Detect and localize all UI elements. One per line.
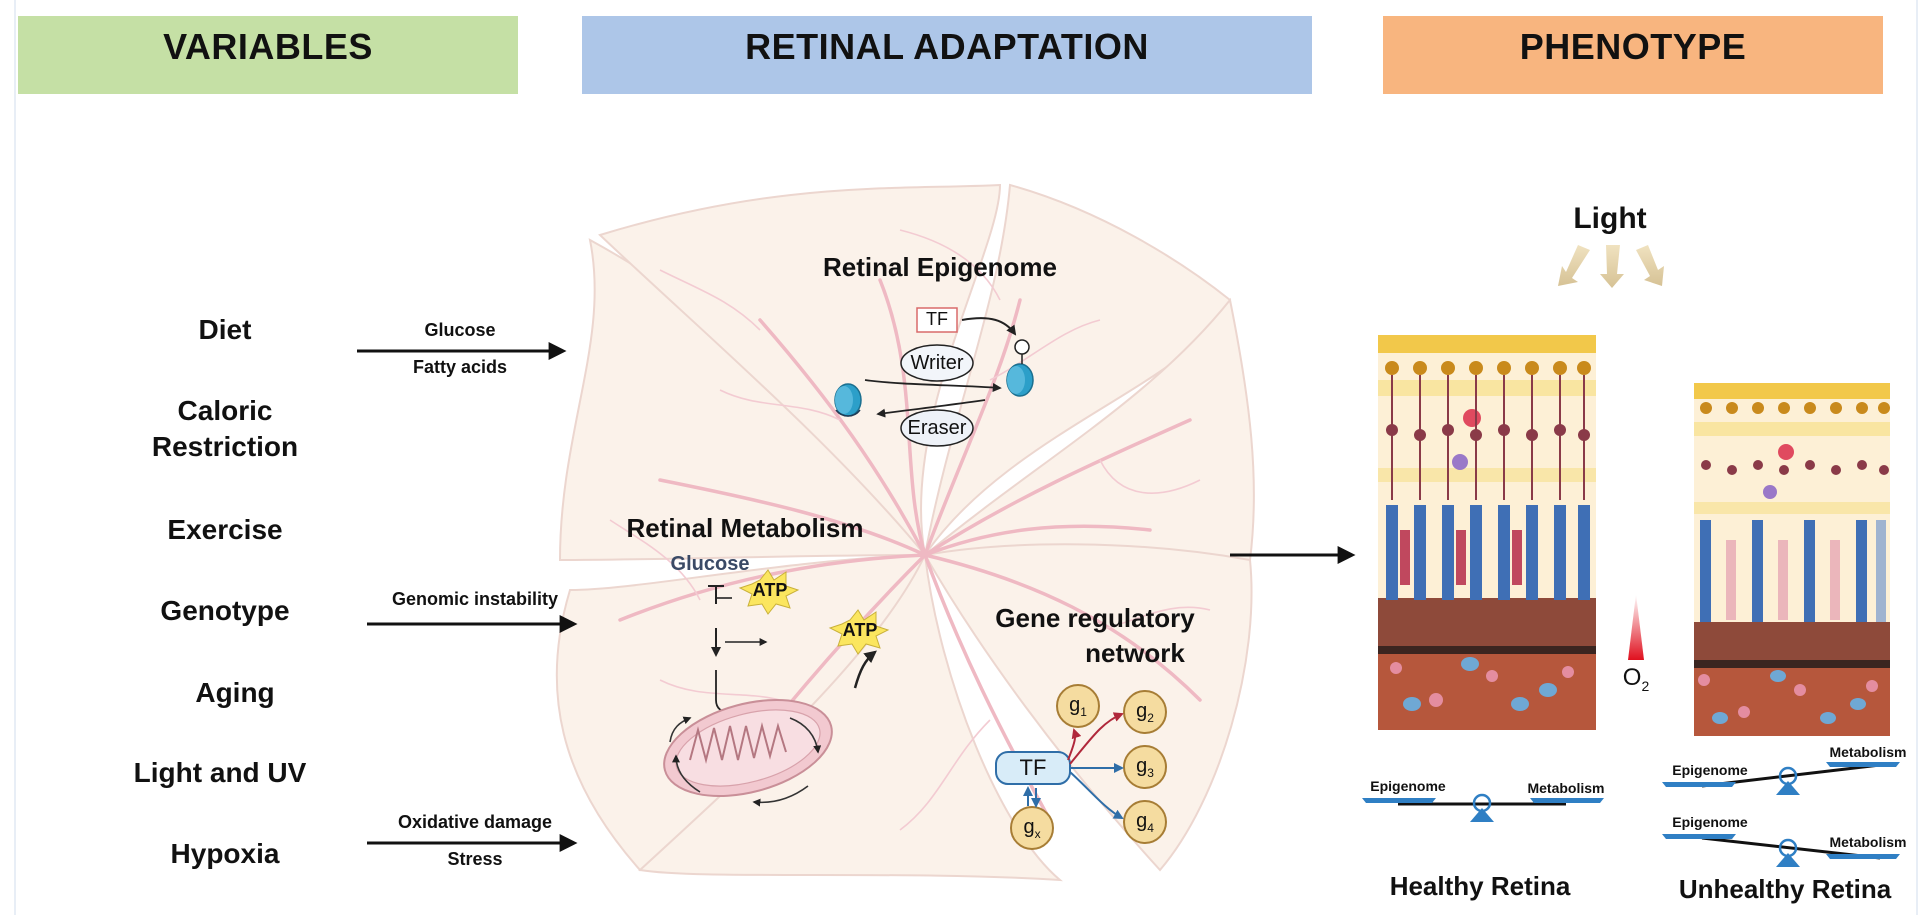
atp-label-1: ATP	[752, 580, 788, 600]
healthy-metabolism-label: Metabolism	[1527, 780, 1605, 796]
label-stress: Stress	[447, 849, 503, 869]
retinal-adaptation-header-text: RETINAL ADAPTATION	[745, 26, 1149, 67]
light-label: Light	[1573, 202, 1647, 235]
variables-header-text: VARIABLES	[163, 26, 373, 67]
grn-title-line1: Gene regulatory	[995, 603, 1195, 633]
retinal-capillaries	[609, 229, 1211, 831]
variables-header: VARIABLES	[18, 16, 518, 94]
variable-aging: Aging	[195, 677, 275, 708]
writer-label: Writer	[910, 352, 964, 374]
mitochondrion	[663, 699, 833, 807]
retinal-adaptation-header: RETINAL ADAPTATION	[582, 16, 1312, 94]
variable-diet: Diet	[198, 314, 252, 345]
grn-title-line2: network	[1085, 638, 1185, 668]
label-glucose-input: Glucose	[424, 320, 496, 340]
variable-hypoxia: Hypoxia	[170, 838, 280, 869]
variable-light-and-uv: Light and UV	[133, 757, 307, 788]
metabolism-diagram	[663, 569, 890, 807]
gene-node-g3: g3	[1136, 755, 1154, 780]
atp-star-1	[738, 569, 800, 615]
phenotype-header-text: PHENOTYPE	[1519, 26, 1747, 67]
healthy-balance	[1362, 793, 1604, 822]
input-arrows	[357, 342, 1356, 852]
label-oxidative-damage: Oxidative damage	[397, 812, 553, 832]
gene-node-gx: gx	[1023, 816, 1041, 841]
atp-star-2	[828, 609, 890, 655]
unhealthy-metabolism-label-2: Metabolism	[1829, 834, 1907, 850]
nucleosome-right	[1006, 339, 1034, 397]
unhealthy-retina-illustration	[1694, 383, 1890, 736]
unhealthy-balance-2	[1662, 834, 1900, 867]
variable-exercise: Exercise	[167, 514, 283, 545]
epigenome-diagram	[834, 307, 1034, 447]
unhealthy-epigenome-label-1: Epigenome	[1672, 762, 1748, 778]
label-genomic-instability: Genomic instability	[391, 589, 559, 609]
healthy-retina-illustration	[1378, 335, 1596, 730]
healthy-retina-label: Healthy Retina	[1389, 871, 1571, 901]
gene-node-g2: g2	[1136, 700, 1154, 725]
oxygen-gradient	[1628, 594, 1644, 660]
gene-node-g4: g4	[1136, 810, 1154, 835]
epigenome-tf-label: TF	[926, 309, 948, 329]
oxygen-label: O2	[1622, 664, 1650, 694]
label-fatty-acids: Fatty acids	[412, 357, 508, 377]
grn-diagram	[995, 684, 1167, 850]
phenotype-header: PHENOTYPE	[1383, 16, 1883, 94]
variable-caloric-restriction: Caloric Restriction	[151, 395, 299, 462]
nucleosome-left	[834, 383, 862, 417]
figure-frame	[14, 0, 1918, 915]
grn-tf-label: TF	[1019, 755, 1047, 780]
unhealthy-metabolism-label-1: Metabolism	[1829, 744, 1907, 760]
variable-genotype: Genotype	[160, 595, 290, 626]
glucose-label: Glucose	[670, 553, 750, 575]
retinal-metabolism-title: Retinal Metabolism	[626, 513, 864, 543]
unhealthy-balance-1	[1662, 762, 1900, 795]
healthy-epigenome-label: Epigenome	[1370, 778, 1446, 794]
unhealthy-retina-label: Unhealthy Retina	[1678, 874, 1892, 904]
retinal-epigenome-title: Retinal Epigenome	[822, 252, 1058, 282]
gene-node-g1: g1	[1069, 694, 1087, 719]
light-arrows	[1558, 245, 1664, 288]
unhealthy-epigenome-label-2: Epigenome	[1672, 814, 1748, 830]
eraser-label: Eraser	[907, 417, 967, 439]
atp-label-2: ATP	[842, 620, 878, 640]
